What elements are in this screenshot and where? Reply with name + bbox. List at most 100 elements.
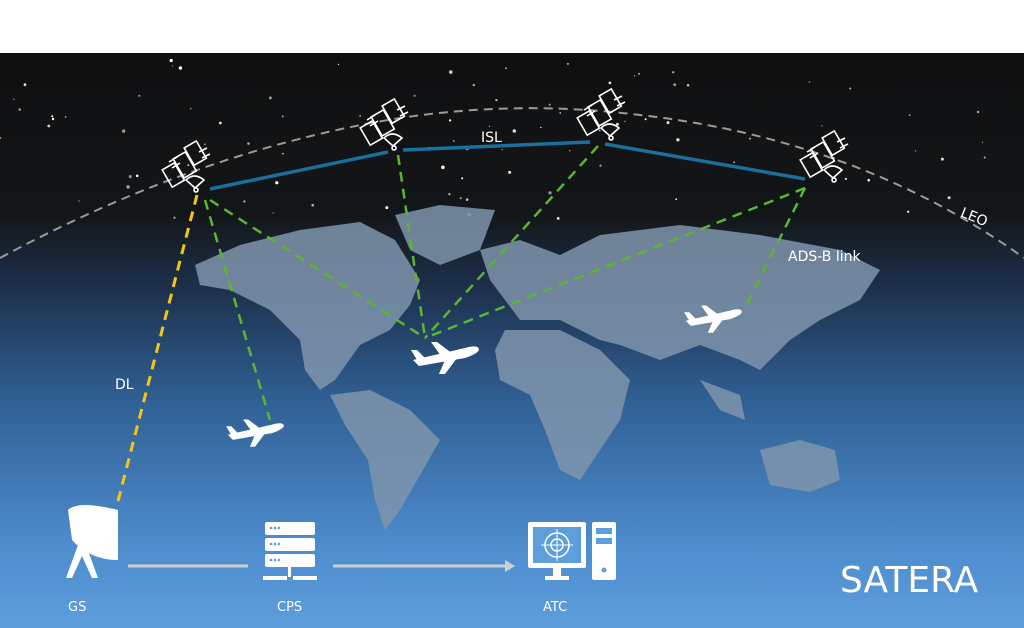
star bbox=[673, 83, 677, 87]
star bbox=[505, 67, 507, 70]
star bbox=[448, 193, 451, 196]
downlink bbox=[115, 194, 199, 506]
star bbox=[867, 178, 870, 182]
star bbox=[556, 217, 560, 220]
star bbox=[23, 83, 27, 87]
star bbox=[508, 170, 512, 174]
star bbox=[138, 94, 141, 97]
star bbox=[495, 99, 498, 102]
top-band bbox=[0, 0, 1024, 53]
star bbox=[441, 165, 445, 170]
star bbox=[914, 150, 917, 152]
star bbox=[449, 70, 453, 74]
star bbox=[733, 161, 736, 164]
star bbox=[548, 103, 551, 106]
star bbox=[51, 115, 54, 118]
isl-label: ISL bbox=[481, 130, 502, 146]
star bbox=[608, 81, 612, 85]
star bbox=[672, 71, 675, 74]
star bbox=[566, 62, 569, 65]
leo-orbit bbox=[0, 107, 1024, 259]
star bbox=[644, 118, 647, 121]
star bbox=[461, 177, 464, 180]
star bbox=[465, 198, 469, 201]
star bbox=[178, 66, 183, 70]
server-icon bbox=[263, 522, 317, 580]
star bbox=[64, 116, 67, 118]
star bbox=[282, 152, 284, 155]
star bbox=[78, 200, 80, 202]
gs-label: GS bbox=[68, 600, 86, 615]
star bbox=[686, 84, 690, 87]
star bbox=[122, 129, 126, 133]
star bbox=[676, 138, 680, 142]
atc-label: ATC bbox=[543, 600, 567, 615]
star bbox=[624, 120, 626, 123]
star bbox=[190, 108, 192, 110]
star bbox=[272, 212, 274, 214]
star bbox=[243, 200, 246, 203]
star bbox=[281, 115, 284, 118]
star bbox=[218, 121, 222, 125]
star bbox=[540, 126, 542, 129]
isl-links bbox=[209, 140, 806, 191]
star bbox=[675, 198, 678, 201]
star bbox=[907, 210, 910, 213]
star bbox=[173, 216, 176, 219]
star bbox=[940, 157, 944, 161]
star bbox=[268, 96, 272, 100]
star bbox=[615, 122, 619, 126]
adsb-label: ADS-B link bbox=[788, 249, 862, 265]
star bbox=[247, 142, 250, 145]
star bbox=[559, 112, 561, 114]
star bbox=[666, 121, 670, 125]
star bbox=[548, 191, 552, 195]
star bbox=[51, 117, 55, 121]
star bbox=[512, 129, 516, 133]
star bbox=[459, 197, 462, 200]
star bbox=[0, 136, 2, 140]
star bbox=[821, 125, 823, 127]
star bbox=[453, 140, 455, 142]
star bbox=[749, 137, 751, 140]
star bbox=[359, 115, 361, 117]
atc-computer-icon bbox=[528, 522, 616, 580]
star bbox=[947, 196, 951, 200]
ground-station-icon bbox=[66, 505, 118, 578]
star bbox=[637, 72, 641, 75]
star bbox=[385, 206, 389, 210]
star bbox=[981, 141, 984, 143]
star bbox=[844, 177, 848, 181]
star bbox=[172, 65, 174, 67]
star bbox=[413, 94, 416, 97]
star bbox=[128, 175, 132, 179]
star bbox=[599, 129, 601, 132]
star bbox=[13, 98, 15, 101]
star bbox=[569, 150, 571, 152]
star bbox=[808, 81, 811, 83]
star bbox=[977, 110, 980, 114]
cps-label: CPS bbox=[277, 600, 302, 615]
star bbox=[275, 181, 279, 185]
star bbox=[126, 185, 130, 189]
star bbox=[337, 63, 340, 66]
star bbox=[633, 75, 636, 77]
satera-logo: SATERA bbox=[840, 560, 979, 601]
star bbox=[908, 114, 911, 116]
star bbox=[18, 108, 22, 111]
star bbox=[203, 143, 206, 146]
star bbox=[488, 125, 491, 127]
star bbox=[187, 164, 190, 167]
star bbox=[448, 119, 452, 122]
star bbox=[47, 124, 51, 128]
star bbox=[311, 203, 315, 207]
star bbox=[472, 83, 475, 87]
star bbox=[849, 87, 852, 90]
star bbox=[501, 149, 503, 151]
dl-label: DL bbox=[115, 377, 134, 393]
star bbox=[983, 156, 986, 159]
star bbox=[169, 58, 173, 63]
star bbox=[599, 164, 602, 167]
